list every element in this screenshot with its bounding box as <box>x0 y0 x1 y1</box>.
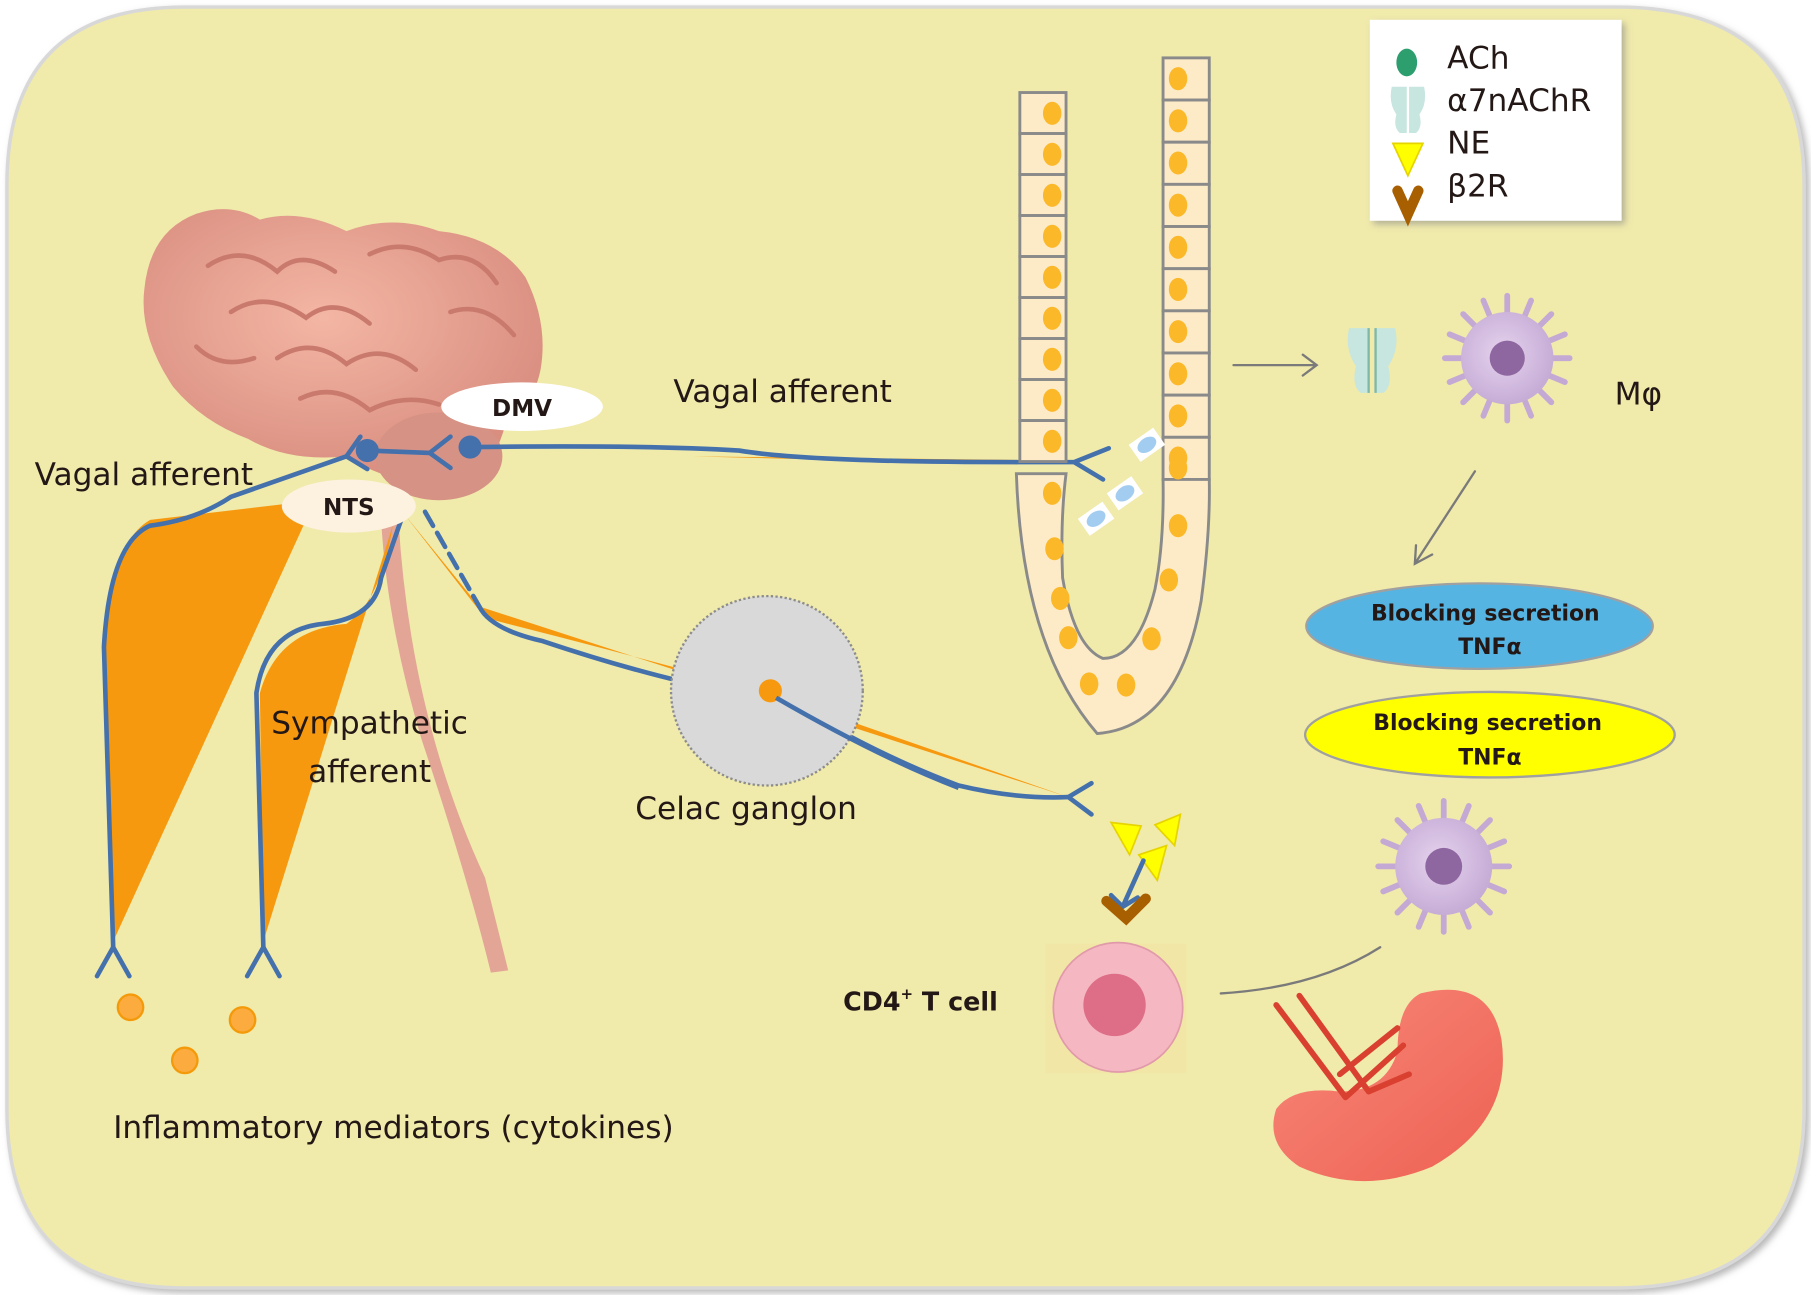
receptor-fork-right <box>244 944 282 979</box>
legend-label-ach: ACh <box>1447 40 1509 76</box>
crypt-nucleus <box>1168 456 1188 480</box>
macrophage-label: Mφ <box>1615 376 1662 412</box>
vagal-afferent-nerve <box>101 454 349 950</box>
crypt-nucleus <box>1079 672 1099 696</box>
crypt-cell <box>1018 255 1068 299</box>
vagal-afferent-left-label: Vagal afferent <box>35 457 254 493</box>
crypt-cell <box>1161 351 1211 397</box>
crypt-nucleus <box>1116 673 1136 697</box>
sympathetic-afferent-label-line2: afferent <box>308 754 431 790</box>
b2r-receptor <box>1101 893 1151 926</box>
crypt-cell <box>1161 267 1211 313</box>
cytokine-dot <box>228 1006 257 1034</box>
crypt-nucleus <box>1159 568 1179 592</box>
crypt-cell <box>1161 56 1211 102</box>
intestinal-crypt <box>1014 56 1211 736</box>
cytokine-dot <box>116 993 145 1022</box>
ne-triangle <box>1109 821 1143 857</box>
macrophage-bottom <box>1375 797 1513 935</box>
nts-label-box: NTS <box>281 479 416 533</box>
crypt-cell <box>1018 214 1068 258</box>
crypt-cell <box>1161 225 1211 271</box>
blocking-box-blue: Blocking secretion TNFα <box>1305 582 1654 671</box>
spleen <box>1273 989 1503 1182</box>
cytokine-dot <box>170 1046 199 1075</box>
synapse-fork-spleen <box>1066 780 1094 817</box>
ne-triangle <box>1137 844 1168 883</box>
crypt-cell <box>1161 98 1211 144</box>
vagal-efferent-nerve <box>465 444 1019 465</box>
crypt-cell <box>1161 309 1211 355</box>
blocking-box-yellow: Blocking secretion TNFα <box>1303 690 1676 779</box>
cd4-t-cell <box>1045 941 1187 1074</box>
dmv-label: DMV <box>492 396 552 422</box>
crypt-cell <box>1018 296 1068 340</box>
a7nachr-receptor-icon <box>1390 86 1426 133</box>
sympathetic-afferent-label-line1: Sympathetic <box>271 706 468 742</box>
ne-triangle <box>1153 812 1182 848</box>
ach-molecules <box>1077 427 1166 536</box>
crypt-nucleus <box>1045 537 1064 561</box>
brain-illustration <box>143 209 543 973</box>
crypt-nucleus <box>1059 626 1078 650</box>
arrow-to-receptor <box>1232 353 1319 377</box>
crypt-cell <box>1161 140 1211 186</box>
vagal-afferent-top-label: Vagal afferent <box>673 374 892 410</box>
ne-arrow <box>1108 858 1146 910</box>
crypt-nucleus <box>1142 627 1161 651</box>
synapse-fork-dmv <box>427 434 453 471</box>
crypt-nucleus <box>1168 514 1188 538</box>
legend: ACh α7nAChR NE β2R <box>1369 19 1622 227</box>
neuron-dot-dmv <box>458 435 482 459</box>
ach-icon <box>1396 48 1418 77</box>
blocking-box-blue-line1: Blocking secretion <box>1371 601 1600 626</box>
ne-triangle-icon <box>1391 142 1425 178</box>
dmv-label-box: DMV <box>441 382 603 431</box>
crypt-nucleus <box>1042 481 1062 505</box>
vagal-afferent-fill <box>103 496 347 942</box>
arrow-to-blocking <box>1413 470 1477 566</box>
crypt-cell <box>1161 182 1211 228</box>
crypt-cell <box>1018 132 1068 176</box>
nerve-paths <box>101 444 1071 950</box>
sympathetic-afferent-fill <box>259 525 393 942</box>
celiac-ganglion-label: Celac ganglon <box>635 791 857 827</box>
ganglion-neuron-dot <box>758 679 782 703</box>
splanchnic-nerve-dashed <box>422 509 482 609</box>
blocking-box-yellow-line2: TNFα <box>1458 746 1521 771</box>
a7nachr-receptor <box>1347 328 1397 393</box>
neuron-dot-nts <box>355 439 379 463</box>
legend-label-b2r: β2R <box>1447 168 1508 204</box>
nts-label: NTS <box>323 495 375 521</box>
receptor-fork-left <box>94 944 132 979</box>
crypt-nucleus <box>1051 586 1070 610</box>
legend-label-ne: NE <box>1447 126 1490 162</box>
cytokines <box>116 993 257 1075</box>
synapse-fork-brain <box>344 434 370 472</box>
crypt-cell <box>1018 173 1068 217</box>
macrophage-top <box>1441 292 1573 424</box>
crypt-cell <box>1018 378 1068 422</box>
sympathetic-afferent-nerve <box>254 515 405 950</box>
crypt-cell <box>1018 91 1068 135</box>
ne-molecules <box>1109 812 1182 883</box>
blocking-box-blue-line2: TNFα <box>1458 635 1521 660</box>
crypt-cell <box>1018 337 1068 381</box>
crypt-cell <box>1018 419 1068 463</box>
b2r-receptor-icon <box>1392 185 1424 227</box>
crypt-cell <box>1161 393 1211 439</box>
connector-tcell-macrophage <box>1219 946 1382 995</box>
cd4-t-cell-label: CD4+ T cell <box>843 985 998 1017</box>
blocking-box-yellow-line1: Blocking secretion <box>1373 711 1602 736</box>
inflammatory-mediators-label: Inflammatory mediators (cytokines) <box>113 1110 673 1146</box>
legend-label-a7nachr: α7nAChR <box>1447 83 1591 119</box>
